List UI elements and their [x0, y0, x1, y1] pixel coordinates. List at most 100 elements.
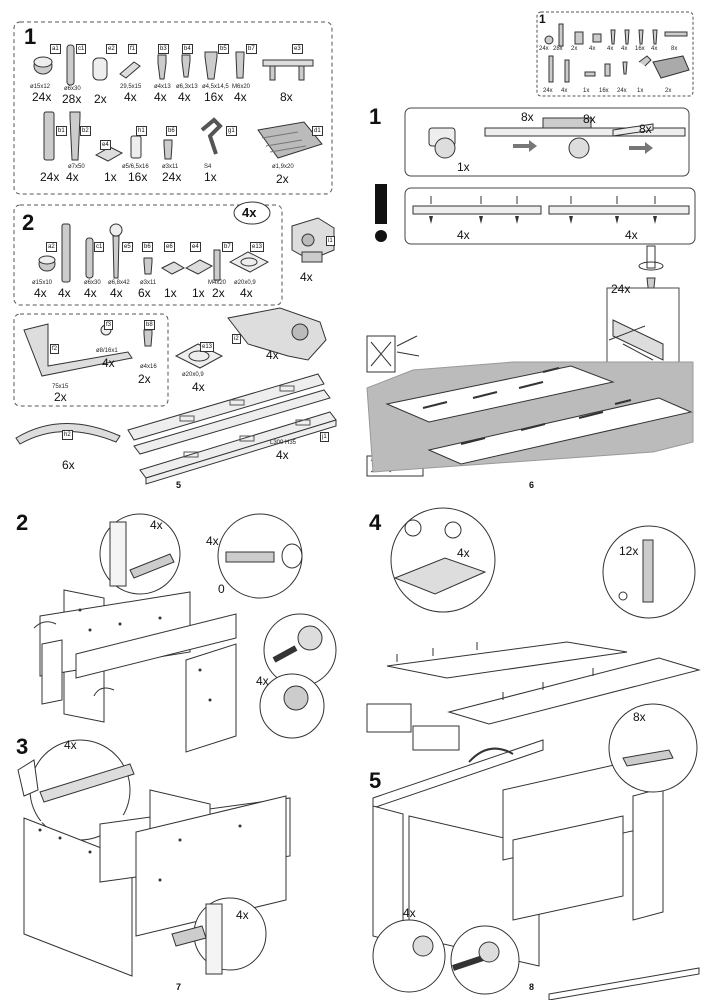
- part-count: 4x: [607, 46, 614, 52]
- part-size: ø6x30: [64, 86, 81, 92]
- part-count: 24x: [539, 46, 549, 52]
- part-count: 4x: [84, 286, 97, 300]
- step-number: 4: [369, 510, 382, 535]
- part-code: b4: [182, 44, 193, 54]
- notice-count: 4x: [457, 228, 470, 242]
- part-size: M4x20: [208, 280, 227, 286]
- part-count: 24x: [32, 90, 52, 104]
- part-size: ø6x30: [84, 280, 101, 286]
- part-count: 6x: [138, 286, 151, 300]
- part-count: 16x: [128, 170, 148, 184]
- part-code: i1: [326, 236, 335, 246]
- step-number: 2: [22, 210, 35, 235]
- part-count: 4x: [102, 356, 115, 370]
- cam-count: 4x: [256, 674, 269, 688]
- part-code: f1: [128, 44, 138, 54]
- part-count: 2x: [138, 372, 151, 386]
- page-number: 6: [529, 480, 535, 490]
- screw-count: 24x: [611, 282, 631, 296]
- part-code: e4: [190, 242, 201, 252]
- part-count: 24x: [162, 170, 182, 184]
- part-code: a2: [46, 242, 57, 252]
- part-code: j1: [320, 432, 329, 442]
- part-count: 4x: [58, 286, 71, 300]
- part-count: 1x: [204, 170, 217, 184]
- part-count: 28x: [62, 92, 82, 106]
- part-code: b7: [246, 44, 257, 54]
- part-code: h2: [62, 430, 73, 440]
- part-count: 1x: [583, 88, 590, 94]
- part-size: ø20x0,9: [182, 372, 204, 378]
- bolt-count: 4x: [206, 534, 219, 548]
- part-size: ø4,5x14,5: [202, 84, 229, 90]
- step-number: 1: [24, 24, 37, 49]
- part-count: 4x: [124, 90, 137, 104]
- part-code: h1: [136, 126, 147, 136]
- part-count: 1x: [164, 286, 177, 300]
- part-count: 16x: [599, 88, 609, 94]
- part-code: e6: [164, 242, 175, 252]
- dowel-count: 8x: [633, 710, 646, 724]
- page-5-parts-list: 1 a1 c1 e2 f1 b3 b4 b5 b7 e3 ø15x12 ø6x3…: [0, 0, 353, 500]
- page-number: 7: [176, 982, 182, 992]
- part-count: 2x: [54, 390, 67, 404]
- hinge-count: 4x: [457, 546, 470, 560]
- rail-count: 8x: [639, 122, 652, 136]
- part-code: e5: [122, 242, 133, 252]
- press-count: 1x: [457, 160, 470, 174]
- part-size: ø1,9x20: [272, 164, 294, 170]
- part-code: b8: [144, 320, 155, 330]
- part-size: M6x20: [232, 84, 251, 90]
- part-count: 24x: [543, 88, 553, 94]
- part-code: e13: [200, 342, 215, 352]
- part-size: ø15x10: [32, 280, 53, 286]
- part-count: 4x: [621, 46, 628, 52]
- part-size: ø20x0,9: [234, 280, 256, 286]
- part-size: ø5/6,5x16: [122, 164, 149, 170]
- part-count: 4x: [561, 88, 568, 94]
- hinge-step-drawing: [366, 507, 701, 1000]
- part-count: 4x: [66, 170, 79, 184]
- part-count: 1x: [637, 88, 644, 94]
- part-count: 2x: [276, 172, 289, 186]
- part-count: 1x: [104, 170, 117, 184]
- step-number: 3: [16, 734, 29, 759]
- part-count: 4x: [154, 90, 167, 104]
- part-count: 4x: [589, 46, 596, 52]
- part-size: ø6,3x13: [176, 84, 198, 90]
- part-code: b7: [222, 242, 233, 252]
- rail-count: 8x: [521, 110, 534, 124]
- part-code: b3: [158, 44, 169, 54]
- part-size: 29,5x15: [120, 84, 142, 90]
- part-size: 75x15: [52, 384, 69, 390]
- part-code: d1: [312, 126, 323, 136]
- part-size: ø7x50: [68, 164, 85, 170]
- part-count: 4x: [178, 90, 191, 104]
- parts-box-step-number: 1: [539, 12, 546, 26]
- part-count: 4x: [234, 90, 247, 104]
- bolt-count: 12x: [619, 544, 639, 558]
- page-7-carcass: 2 4x 4x 0 4x 3 4x 4x 7: [0, 500, 353, 1000]
- part-size: ø8/16x1: [96, 348, 118, 354]
- part-code: e2: [106, 44, 117, 54]
- assembly-multiplier: 4x: [242, 205, 257, 220]
- part-count: 4x: [110, 286, 123, 300]
- part-size: ø4x16: [140, 364, 157, 370]
- part-code: f2: [50, 344, 60, 354]
- step-number: 2: [16, 510, 29, 535]
- part-count: 24x: [40, 170, 60, 184]
- part-count: 16x: [204, 90, 224, 104]
- part-code: a1: [50, 44, 61, 54]
- part-count: 2x: [665, 88, 672, 94]
- part-count: 4x: [651, 46, 658, 52]
- part-count: 4x: [240, 286, 253, 300]
- notice-count: 4x: [625, 228, 638, 242]
- part-size: ø15x12: [30, 84, 51, 90]
- page-6-rails: 1 24x 28x 2x 4x 4x 4x 16x 4x 8x 24x 4x 1…: [353, 0, 707, 500]
- part-count: 2x: [571, 46, 578, 52]
- zero-marker: 0: [218, 582, 225, 596]
- part-code: b6: [166, 126, 177, 136]
- part-size: ø4x13: [154, 84, 171, 90]
- part-code: c1: [76, 44, 87, 54]
- part-code: c1: [94, 242, 105, 252]
